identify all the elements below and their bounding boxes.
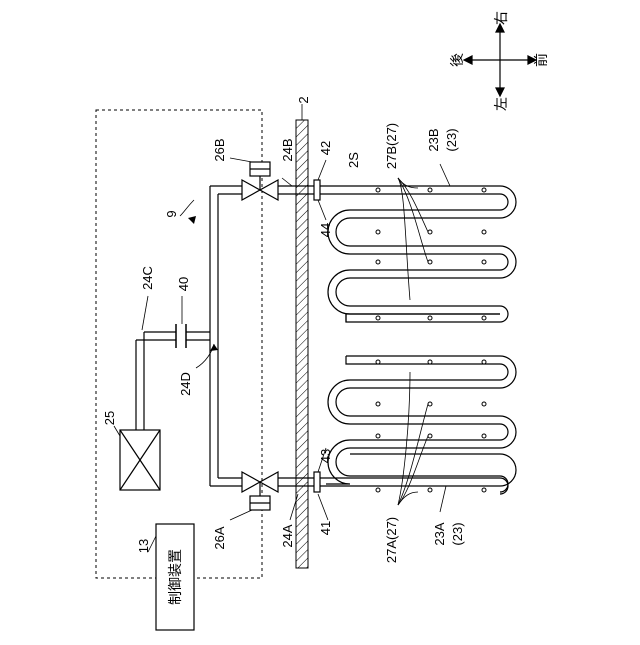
coil-23a-ends <box>326 454 516 494</box>
label-valve-a: 26A <box>212 526 227 549</box>
label-unit: 25 <box>102 411 117 425</box>
connector-40 <box>176 324 186 348</box>
leader-lines <box>114 104 450 552</box>
label-holes-a: 27A(27) <box>384 517 399 563</box>
arrowhead-24d <box>210 344 218 351</box>
control-boundary <box>96 110 262 578</box>
label-coil-a-group: (23) <box>450 522 465 545</box>
leader-27a <box>398 372 428 505</box>
arrowhead-9 <box>188 216 196 224</box>
label-space: 2S <box>346 152 361 168</box>
label-sensor-42: 42 <box>318 141 333 155</box>
valve-26a <box>242 472 278 510</box>
compass <box>464 24 536 96</box>
label-controller-name: 制御装置 <box>168 549 184 605</box>
label-pipe-d: 24D <box>178 372 193 396</box>
label-valve-b: 26B <box>212 138 227 161</box>
wall <box>296 120 308 568</box>
label-connector: 40 <box>176 277 191 291</box>
label-coil-b: 23B <box>426 128 441 151</box>
unit-25 <box>120 430 160 490</box>
label-sensor-44: 44 <box>318 223 333 237</box>
label-holes-b: 27B(27) <box>384 123 399 169</box>
label-pipe-c: 24C <box>140 266 155 290</box>
sensor-42 <box>314 180 320 200</box>
coil-23b <box>326 186 516 322</box>
label-coil-a: 23A <box>432 522 447 545</box>
compass-right: 右 <box>494 11 510 25</box>
sensor-43 <box>314 472 320 492</box>
compass-front: 前 <box>533 53 550 67</box>
label-controller-ref: 13 <box>136 539 151 553</box>
coil-23a <box>326 356 516 492</box>
compass-left: 左 <box>494 97 510 111</box>
compass-rear: 後 <box>450 53 466 67</box>
label-pipe-a: 24A <box>280 524 295 547</box>
label-pipe-b: 24B <box>280 138 295 161</box>
label-system: 9 <box>164 210 179 217</box>
label-coil-b-group: (23) <box>444 128 459 151</box>
label-sensor-41: 41 <box>318 521 333 535</box>
label-sensor-43: 43 <box>318 449 333 463</box>
valve-26b <box>242 162 278 200</box>
leader-27b <box>398 178 428 300</box>
label-wall: 2 <box>296 96 311 103</box>
